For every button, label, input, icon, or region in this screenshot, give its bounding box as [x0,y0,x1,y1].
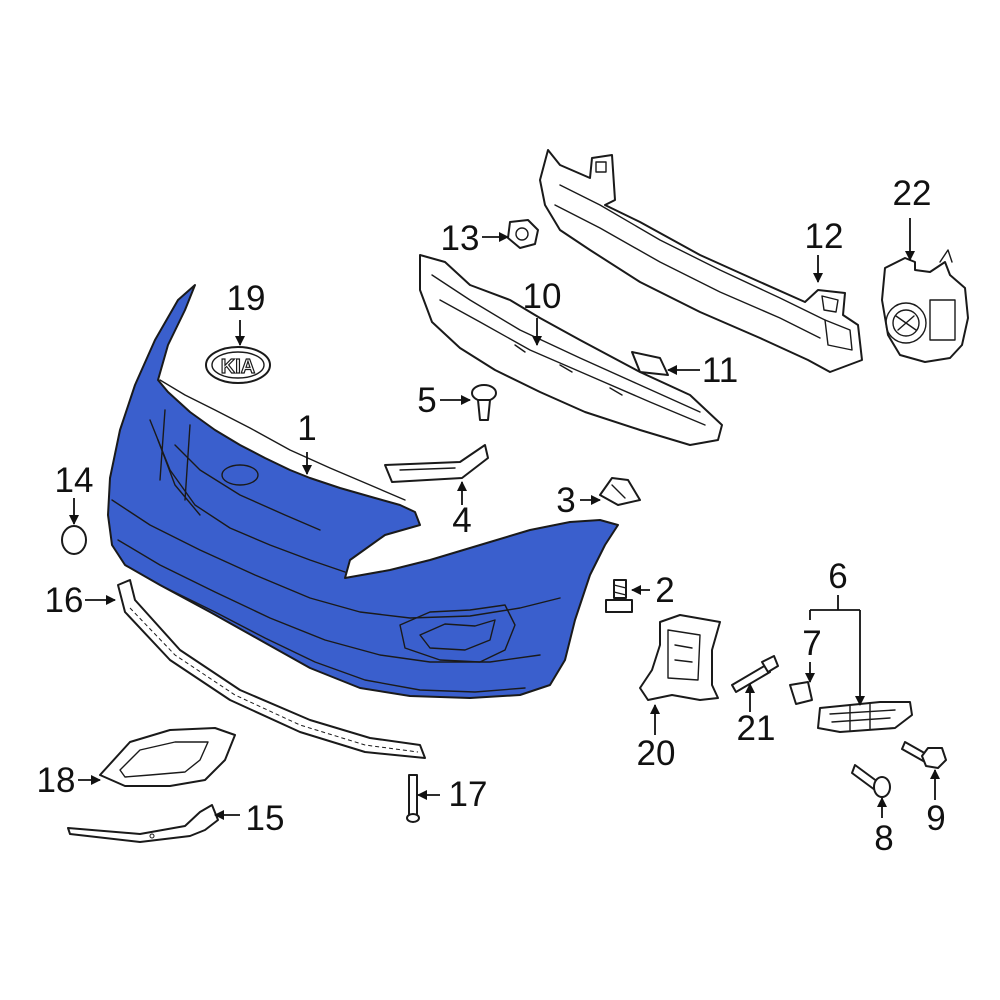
emblem-lettering: KIA [221,356,255,378]
callout-labels: 1 2 3 4 5 6 7 8 9 10 11 12 13 14 15 16 1… [37,174,946,858]
trim-15-part[interactable] [67,804,219,843]
callout-14: 14 [55,461,94,500]
callout-22: 22 [893,174,932,213]
nut-13-part[interactable] [507,219,539,249]
bolt-8-part[interactable] [851,764,891,798]
callout-1: 1 [297,409,316,448]
callout-19: 19 [227,279,266,318]
callout-20: 20 [637,734,676,773]
side-bracket-20-part[interactable] [639,614,721,701]
callout-21: 21 [737,709,776,748]
callout-6: 6 [828,557,847,596]
retainer-clip-3-part[interactable] [599,477,641,506]
fog-lamp-part[interactable] [881,249,969,363]
bolt-9-part[interactable] [901,741,947,769]
callout-15: 15 [246,799,285,838]
callout-12: 12 [805,217,844,256]
clip-11-part[interactable] [631,351,669,376]
callout-5: 5 [417,381,436,420]
nut-7-part[interactable] [789,681,813,705]
callout-4: 4 [452,501,471,540]
callout-9: 9 [926,799,945,838]
callout-10: 10 [523,277,562,316]
callout-7: 7 [802,624,821,663]
reinforcement-beam-part[interactable] [539,149,863,373]
bumper-cover-fill [107,284,619,699]
callout-11: 11 [702,351,738,390]
callout-2: 2 [655,571,674,610]
bolt-2-part[interactable] [605,579,633,613]
callout-8: 8 [874,819,893,858]
callout-13: 13 [441,219,480,258]
lower-strip-16-part[interactable] [117,579,426,759]
push-pin-5-part[interactable] [471,384,497,421]
rod-21-part[interactable] [731,655,779,693]
bracket-strip-part[interactable] [384,444,489,483]
leader-lines [69,218,940,820]
callout-3: 3 [556,481,575,520]
emblem-part[interactable]: KIA [205,346,271,384]
energy-absorber-part[interactable] [419,254,723,446]
bezel-18-part[interactable] [99,727,236,787]
bumper-cover-part[interactable] [107,284,619,699]
rivet-17-part[interactable] [406,774,420,823]
callout-17: 17 [449,775,488,814]
grommet-14-part[interactable] [61,525,87,555]
callout-16: 16 [45,581,84,620]
bracket-6-part[interactable] [817,701,913,733]
callout-18: 18 [37,761,76,800]
